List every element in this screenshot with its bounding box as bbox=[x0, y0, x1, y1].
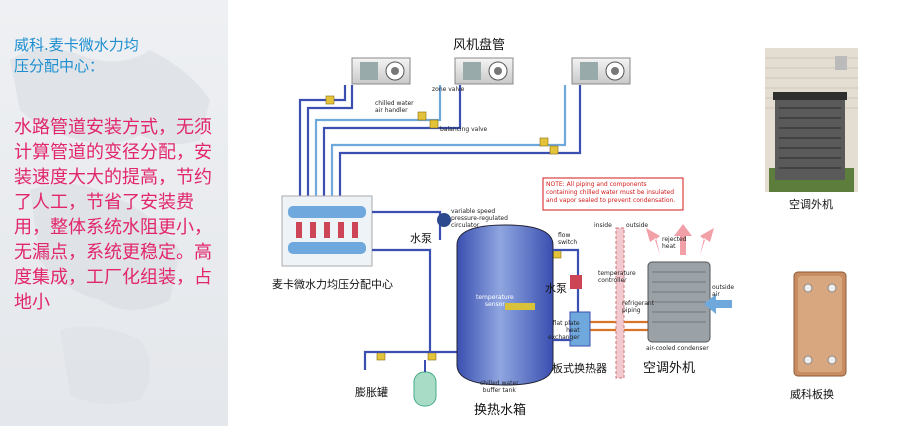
system-diagram bbox=[281, 57, 732, 407]
outdoor-unit-photo bbox=[765, 48, 858, 192]
fan-coil-unit bbox=[351, 57, 411, 85]
zone-valve-label: zone valve bbox=[432, 86, 465, 93]
manifold-label: 麦卡微水力均压分配中心 bbox=[272, 278, 393, 291]
condenser-label: air-cooled condenser bbox=[646, 345, 709, 352]
left-panel: 威科.麦卡微水力均 压分配中心： 水路管道安装方式，无须计算管道的变径分配，安装… bbox=[0, 0, 228, 426]
balancing-valve-label: balancing valve bbox=[440, 126, 488, 133]
plate-hx-caption: 威科板换 bbox=[790, 388, 834, 401]
plate-heat-exchanger-icon bbox=[569, 311, 591, 347]
inside-label: inside bbox=[594, 222, 612, 229]
flow-switch-label: flow switch bbox=[558, 232, 578, 246]
title-line-2: 压分配中心： bbox=[14, 57, 105, 75]
expansion-tank bbox=[413, 360, 437, 407]
circulator-pump-icon bbox=[437, 213, 451, 227]
manifold bbox=[281, 195, 373, 267]
refrigerant-piping-label: refrigerant piping bbox=[622, 300, 655, 314]
outside-air-arrow bbox=[704, 294, 732, 314]
note-text: NOTE: All piping and components containi… bbox=[546, 181, 676, 204]
outdoor-unit-caption: 空调外机 bbox=[789, 198, 833, 211]
fan-coil-pipes bbox=[298, 85, 582, 235]
outside-label: outside bbox=[626, 222, 649, 229]
temperature-sensor-icon bbox=[505, 303, 535, 310]
air-handler-label: chilled water air handler bbox=[375, 100, 414, 114]
world-map-background bbox=[10, 48, 210, 404]
temperature-sensor-label: temperature sensor bbox=[476, 294, 514, 308]
plate-heat-exchanger-photo bbox=[793, 271, 847, 377]
manifold-valves bbox=[296, 222, 358, 238]
fan-coil-unit bbox=[454, 57, 514, 85]
title-line-1: 威科.麦卡微水力均 bbox=[14, 36, 139, 54]
circulator-label: variable speed pressure-regulated circul… bbox=[451, 208, 508, 229]
fan-coil-title: 风机盘管 bbox=[453, 38, 506, 53]
tank-caption: chilled water buffer tank bbox=[480, 380, 519, 394]
pump-label: 水泵 bbox=[410, 232, 432, 245]
manifold-tank-pipes bbox=[363, 210, 460, 370]
note-box bbox=[542, 177, 684, 211]
description-text: 水路管道安装方式，无须计算管道的变径分配，安装速度大大的提高，节约了人工，节省了… bbox=[14, 117, 212, 313]
pump-label-2: 水泵 bbox=[545, 282, 567, 295]
tank-label: 换热水箱 bbox=[474, 403, 527, 418]
rejected-heat-arrows bbox=[646, 224, 714, 255]
fan-coil-unit bbox=[571, 57, 631, 85]
valves bbox=[325, 95, 562, 361]
flat-plate-hx-label: flat plate heat exchanger bbox=[548, 320, 580, 341]
outside-air-label: outside air bbox=[712, 284, 735, 298]
temperature-controller-label: temperature controller bbox=[598, 270, 636, 284]
plate-hx-label: 板式换热器 bbox=[552, 362, 607, 375]
rejected-heat-label: rejected heat bbox=[662, 236, 687, 250]
wall bbox=[615, 227, 625, 379]
pump-2-icon bbox=[570, 275, 582, 289]
expansion-tank-label: 膨胀罐 bbox=[355, 386, 388, 399]
outdoor-unit-label: 空调外机 bbox=[643, 361, 696, 376]
air-cooled-condenser bbox=[647, 261, 711, 343]
